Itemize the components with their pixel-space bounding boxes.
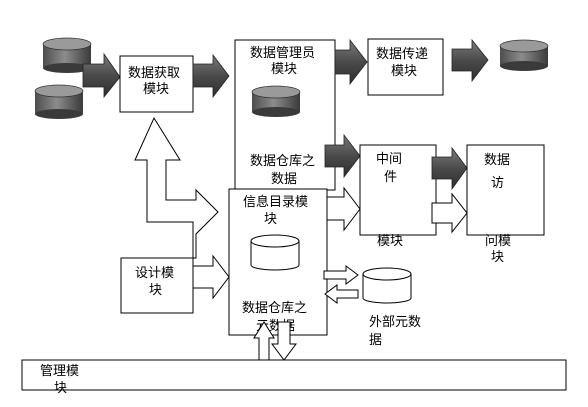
catalog-module-label-1: 信息目录模: [243, 194, 308, 210]
arrow-catalog-to-external: [323, 265, 359, 285]
external-metadata-label-2: 据: [369, 333, 382, 348]
warehouse-data-label-2: 数据: [271, 172, 297, 187]
design-module-label-2: 块: [149, 283, 162, 298]
access-module-label-1: 数据: [484, 153, 510, 168]
acquisition-module-box: [119, 55, 194, 113]
arrow-external-to-catalog: [324, 284, 359, 304]
access-module-box: [466, 144, 545, 236]
arrow-sources-to-acquisition: [82, 52, 121, 99]
arrow-middleware-to-access-outline: [431, 192, 468, 234]
design-module-box: [120, 257, 194, 314]
metadata-label-1: 数据仓库之: [242, 300, 307, 316]
manager-module-label-1: 数据管理员: [250, 46, 315, 61]
transfer-module-label-2: 模块: [391, 64, 417, 79]
transfer-module-box: [367, 38, 444, 96]
management-module-label-1: 管理模: [40, 364, 79, 379]
arrow-management-to-catalog: [253, 321, 275, 361]
target-database-icon: [499, 39, 549, 71]
arrow-warehouse-to-middleware: [324, 133, 361, 179]
arrow-design-to-catalog: [192, 254, 230, 300]
manager-module-label-2: 模块: [271, 62, 297, 77]
middleware-module-label-2: 件: [384, 170, 397, 185]
access-module-label-2: 访: [491, 176, 504, 191]
middleware-module-box: [359, 144, 437, 236]
access-module-label-4: 块: [491, 250, 504, 265]
external-metadata-label-1: 外部元数: [369, 315, 421, 330]
arrow-transfer-to-target: [451, 38, 489, 83]
arrow-catalog-to-management: [271, 321, 297, 361]
arrow-middleware-to-access: [431, 146, 468, 191]
management-module-box: [21, 359, 567, 391]
source-database-top-icon: [42, 37, 92, 73]
middleware-module-label-3: 模块: [377, 234, 403, 249]
middleware-module-label-1: 中间: [376, 152, 402, 167]
arrow-catalog-to-middleware: [323, 186, 361, 232]
transfer-module-label-1: 数据传递: [376, 47, 428, 62]
external-metadata-database-icon: [362, 267, 412, 304]
acquisition-module-label-1: 数据获取: [128, 66, 180, 81]
management-module-label-2: 块: [54, 381, 67, 396]
access-module-label-3: 问模: [485, 234, 511, 249]
design-module-label-1: 设计模: [135, 266, 174, 281]
catalog-database-icon: [250, 234, 300, 271]
warehouse-data-label-1: 数据仓库之: [250, 153, 315, 169]
arrow-design-to-acquisition-and-catalog: [134, 116, 219, 259]
arrow-acquisition-to-manager: [192, 53, 230, 99]
arrow-manager-to-transfer: [334, 38, 368, 86]
source-database-bottom-icon: [34, 84, 84, 119]
acquisition-module-label-2: 模块: [143, 82, 169, 97]
manager-database-icon: [251, 85, 301, 117]
catalog-module-label-2: 块: [264, 212, 277, 227]
